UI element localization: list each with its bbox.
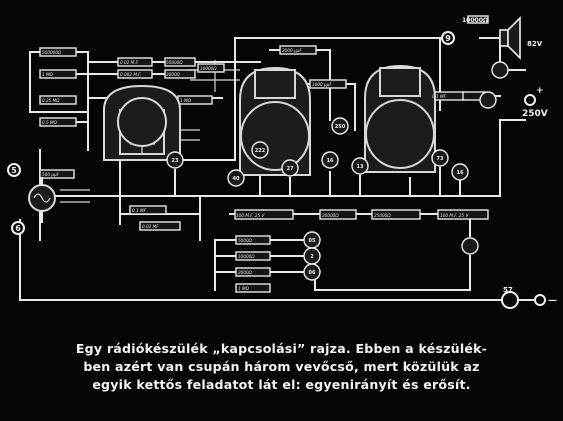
- svg-text:73: 73: [437, 156, 444, 162]
- meter: [461, 237, 479, 255]
- meter: 06: [303, 263, 321, 281]
- vacuum-tube-3: [364, 64, 436, 173]
- caption-line-3: egyik kettős feladatot lát el: egyenirán…: [92, 377, 471, 392]
- meter: 13: [351, 157, 369, 175]
- svg-text:2000Ω: 2000Ω: [166, 72, 181, 77]
- svg-text:0.1 MF: 0.1 MF: [432, 94, 447, 99]
- terminal-5: 5: [7, 163, 21, 177]
- tuning-coil: [28, 177, 56, 223]
- meter: [491, 61, 509, 79]
- components: [39, 15, 489, 293]
- svg-text:1 MΩ: 1 MΩ: [42, 72, 54, 77]
- caption: Egy rádiókészülék „kapcsolási” rajza. Eb…: [18, 340, 545, 394]
- svg-text:16: 16: [327, 158, 334, 164]
- svg-text:20000Ω: 20000Ω: [322, 213, 339, 218]
- svg-text:9: 9: [445, 34, 451, 43]
- svg-text:23: 23: [172, 158, 179, 164]
- circuit-schematic: 5 6 9 57 — + 250V 10000Ω 82V 500000Ω 0.0…: [7, 15, 557, 309]
- svg-text:100 M.F. 25 V: 100 M.F. 25 V: [440, 213, 469, 218]
- svg-text:2000Ω: 2000Ω: [238, 270, 253, 275]
- meter: [479, 91, 497, 109]
- svg-text:0.1 MF: 0.1 MF: [132, 208, 147, 213]
- svg-text:82V: 82V: [527, 40, 543, 48]
- meter: 222: [251, 141, 269, 159]
- svg-text:222: 222: [255, 148, 266, 154]
- caption-line-1: Egy rádiókészülék „kapcsolási” rajza. Eb…: [75, 341, 488, 356]
- svg-text:27: 27: [287, 166, 294, 172]
- vacuum-tube-1: [103, 84, 181, 161]
- svg-text:57: 57: [503, 286, 513, 294]
- svg-text:16: 16: [457, 170, 464, 176]
- caption-line-2: ben azért van csupán három vevőcső, mert…: [83, 359, 480, 374]
- svg-text:2: 2: [310, 254, 314, 260]
- svg-text:10000Ω: 10000Ω: [238, 254, 255, 259]
- meter: 40: [227, 169, 245, 187]
- svg-text:500000Ω: 500000Ω: [42, 50, 62, 55]
- vacuum-tube-2: [239, 66, 311, 176]
- svg-text:50000Ω: 50000Ω: [166, 60, 183, 65]
- svg-text:100 M.F. 25 V: 100 M.F. 25 V: [236, 213, 265, 218]
- svg-text:0.5 MΩ: 0.5 MΩ: [42, 120, 58, 125]
- supply-plus-terminal: + 250V: [522, 86, 548, 119]
- svg-text:0.02 M.F.: 0.02 M.F.: [120, 60, 139, 65]
- svg-text:05: 05: [309, 238, 316, 244]
- meter: 250: [331, 117, 349, 135]
- meter: 16: [321, 151, 339, 169]
- svg-text:25000Ω: 25000Ω: [374, 213, 391, 218]
- meter: 2: [303, 247, 321, 265]
- svg-text:500 μμF: 500 μμF: [42, 172, 60, 177]
- meter: 16: [451, 163, 469, 181]
- output-minus-terminal: —: [534, 294, 557, 306]
- svg-text:250: 250: [335, 124, 346, 130]
- terminal-57: 57: [501, 286, 519, 309]
- meter: 27: [281, 159, 299, 177]
- svg-text:—: —: [548, 296, 557, 306]
- svg-text:6: 6: [15, 224, 21, 233]
- svg-text:1 MΩ: 1 MΩ: [238, 286, 250, 291]
- meters: 23 222 40 27 16 13 73 16 250 05 2 06: [166, 61, 509, 281]
- svg-text:1 MΩ: 1 MΩ: [180, 98, 192, 103]
- svg-text:1000 μμF: 1000 μμF: [312, 82, 332, 87]
- meter: 73: [431, 149, 449, 167]
- terminal-6: 6: [11, 221, 25, 235]
- svg-text:5000Ω: 5000Ω: [238, 238, 253, 243]
- loudspeaker-icon: [499, 16, 521, 60]
- svg-text:40: 40: [233, 176, 240, 182]
- svg-text:2000 μμF: 2000 μμF: [282, 48, 302, 53]
- svg-text:+: +: [536, 86, 544, 96]
- component-value-labels: 500000Ω 0.02 M.F. 2000 μμF 0.002 M.F. 1 …: [42, 48, 469, 291]
- svg-text:0.02 MF: 0.02 MF: [142, 224, 159, 229]
- meter: 23: [166, 151, 184, 169]
- svg-text:0.002 M.F.: 0.002 M.F.: [120, 72, 141, 77]
- svg-text:0.25 MΩ: 0.25 MΩ: [42, 98, 60, 103]
- terminal-9: 9: [441, 31, 455, 45]
- svg-text:10000Ω: 10000Ω: [462, 17, 488, 24]
- meter: 05: [303, 231, 321, 249]
- svg-text:5: 5: [11, 166, 17, 175]
- svg-text:06: 06: [309, 270, 316, 276]
- svg-text:13: 13: [357, 164, 364, 170]
- svg-text:10000Ω: 10000Ω: [200, 66, 217, 71]
- svg-text:250V: 250V: [522, 109, 548, 119]
